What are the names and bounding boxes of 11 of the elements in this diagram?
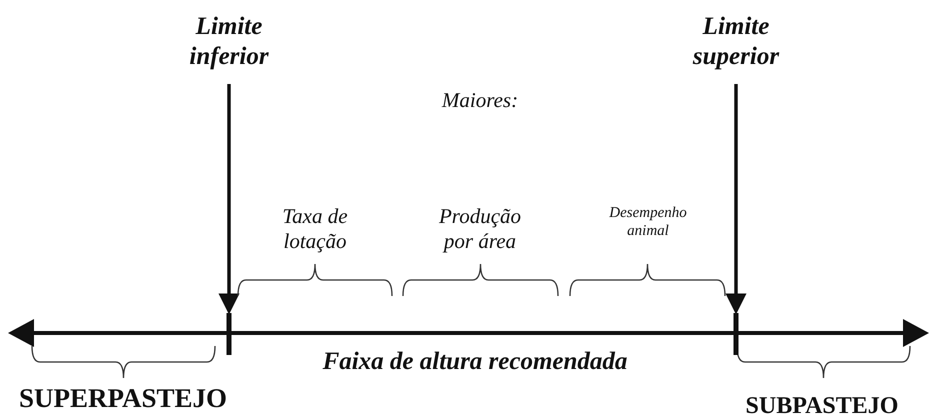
range-label: Faixa de altura recomendada — [322, 347, 628, 377]
factor-label: Produção por área — [438, 204, 522, 254]
factor-label: Taxa de lotação — [281, 204, 349, 254]
limit-label: Limite superior — [671, 12, 801, 72]
factor-label: Desempenho animal — [608, 204, 688, 240]
zone-label: SUBPASTEJO — [744, 392, 900, 420]
arrow — [218, 84, 240, 314]
zone-label: SUPERPASTEJO — [18, 382, 228, 414]
heading-text: Maiores: — [440, 88, 520, 114]
arrow — [726, 84, 746, 314]
limit-label: Limite inferior — [164, 12, 294, 72]
